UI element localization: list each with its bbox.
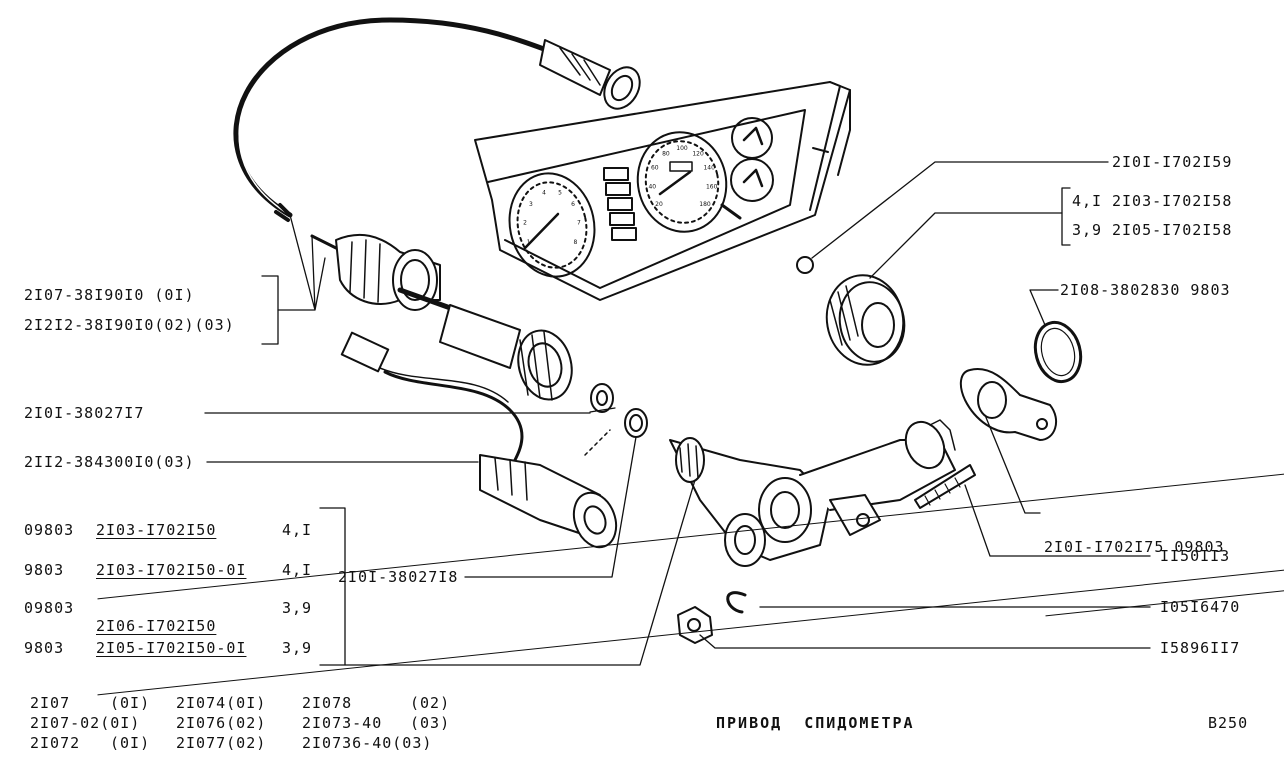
model-variant: (03) bbox=[410, 714, 451, 732]
drive-table-line bbox=[589, 407, 616, 413]
plug bbox=[796, 256, 814, 274]
speedometer-numeral: 20 bbox=[655, 201, 663, 208]
sensor-callout: 2II2-384300I0(03) bbox=[24, 453, 195, 471]
o-ring bbox=[1033, 320, 1083, 384]
drive-part-struck: 2I03-I702I50 bbox=[96, 521, 1284, 539]
gear-ratio-a: 4,I bbox=[1072, 192, 1103, 210]
model: 2I07 bbox=[30, 694, 71, 712]
bushing-callout: 2I0I-38027I8 bbox=[338, 568, 459, 586]
model: 2I074(0I) bbox=[176, 694, 267, 712]
nut-callout: I5896II7 bbox=[1160, 639, 1241, 657]
gear-part-b: 2I05-I702I58 bbox=[1112, 221, 1233, 239]
circlip bbox=[726, 591, 747, 614]
model: 2I07-02(0I) bbox=[30, 714, 141, 732]
page-code: B250 bbox=[1208, 714, 1249, 732]
drive-part: 2I03-I702I50-0I bbox=[96, 561, 247, 579]
model: 2I078 bbox=[302, 694, 353, 712]
speedometer-numeral: 100 bbox=[676, 145, 688, 152]
warning-lights bbox=[603, 167, 637, 241]
speedometer-numeral: 80 bbox=[662, 150, 670, 157]
drive-code: 09803 bbox=[24, 521, 75, 539]
model-variant: (02) bbox=[410, 694, 451, 712]
speedometer-numeral: 60 bbox=[651, 165, 659, 172]
model: 2I0736-40(03) bbox=[302, 734, 433, 752]
drive-part-struck: 2I06-I702I50 bbox=[96, 617, 1284, 635]
bushing bbox=[624, 408, 648, 438]
model: 2I076(02) bbox=[176, 714, 267, 732]
drive-ratio: 4,I bbox=[282, 561, 313, 579]
stud-callout: II50II3 bbox=[1160, 547, 1231, 565]
tachometer-numeral: 8 bbox=[573, 239, 577, 246]
washer-callout: 2I0I-38027I7 bbox=[24, 404, 145, 422]
drive-part: 2I05-I702I50-0I bbox=[96, 639, 247, 657]
speedometer-numeral: 160 bbox=[706, 183, 718, 190]
speedometer-numeral: 140 bbox=[703, 165, 715, 172]
drive-code: 9803 bbox=[24, 561, 65, 579]
tachometer-numeral: 6 bbox=[571, 201, 575, 208]
cable-callout-2: 2I2I2-38I90I0(02)(03) bbox=[24, 316, 235, 334]
plug-callout: 2I0I-I702I59 bbox=[1112, 153, 1233, 171]
tachometer-numeral: 1 bbox=[527, 239, 531, 246]
tachometer-numeral: 3 bbox=[529, 201, 533, 208]
gear-part-a: 2I03-I702I58 bbox=[1112, 192, 1233, 210]
drive-ratio: 3,9 bbox=[282, 599, 313, 617]
tachometer-numeral: 4 bbox=[542, 190, 546, 197]
model-variant: (0I) bbox=[110, 734, 151, 752]
speedometer-numeral: 120 bbox=[692, 150, 704, 157]
model: 2I077(02) bbox=[176, 734, 267, 752]
speedometer-numeral: 180 bbox=[699, 201, 711, 208]
drive-table: 09803 2I03-I702I50 4,I 9803 2I03-I702I50… bbox=[0, 0, 1284, 657]
model-variant: (0I) bbox=[110, 694, 151, 712]
gasket-callout: 2I0I-I702I75 09803 bbox=[1044, 538, 1284, 556]
diagram-title: ПРИВОД СПИДОМЕТРА bbox=[716, 714, 915, 732]
model: 2I073-40 bbox=[302, 714, 383, 732]
instrument-panel bbox=[474, 81, 851, 301]
stud bbox=[914, 464, 976, 509]
cable-callout-1: 2I07-38I90I0 (0I) bbox=[24, 286, 195, 304]
drive-housing bbox=[669, 419, 956, 567]
washer bbox=[590, 383, 614, 413]
oring-callout: 2I08-3802830 9803 bbox=[1060, 281, 1231, 299]
gasket bbox=[959, 368, 1058, 441]
leader-lines bbox=[204, 161, 1151, 666]
tachometer-numeral: 7 bbox=[577, 220, 581, 227]
speedometer-numeral: 40 bbox=[648, 183, 656, 190]
circlip-callout: I05I6470 bbox=[1160, 598, 1241, 616]
model: 2I072 bbox=[30, 734, 81, 752]
gear-ratio-b: 3,9 bbox=[1072, 221, 1103, 239]
drive-ratio: 3,9 bbox=[282, 639, 313, 657]
driven-gear-cap bbox=[825, 274, 906, 366]
drive-code: 9803 bbox=[24, 639, 65, 657]
tachometer-numeral: 2 bbox=[523, 220, 527, 227]
drive-ratio: 4,I bbox=[282, 521, 313, 539]
speedometer-cable bbox=[233, 17, 641, 401]
tachometer-numeral: 5 bbox=[558, 190, 562, 197]
drive-code: 09803 bbox=[24, 599, 75, 617]
